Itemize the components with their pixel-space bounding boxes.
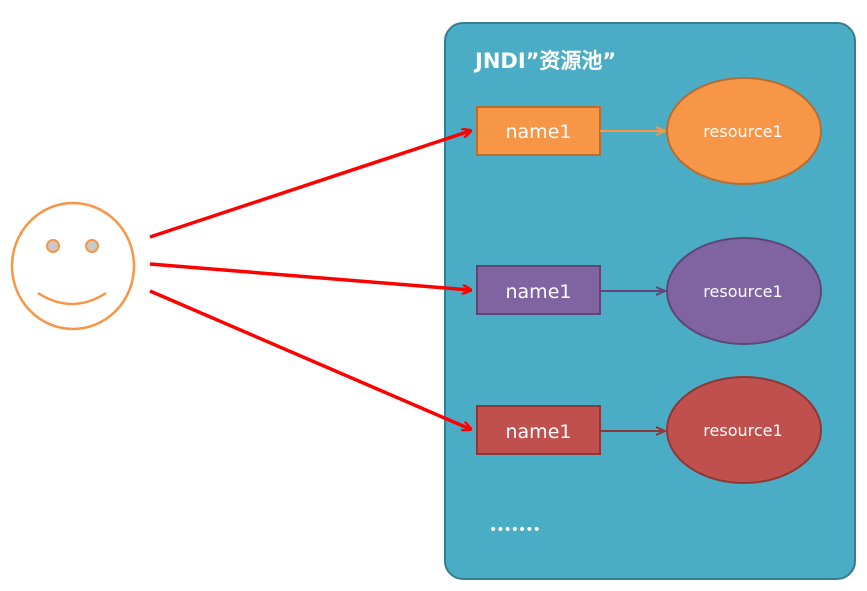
name-box-1	[476, 106, 601, 156]
more-entries-ellipsis: •••••••	[489, 522, 541, 538]
resource-ellipse-2	[666, 237, 822, 345]
pool-entry-3: name1 resource1	[476, 376, 822, 484]
resource-label-3: resource1	[703, 421, 782, 440]
lookup-arrow-1	[149, 131, 470, 239]
pool-entry-1: name1 resource1	[476, 77, 822, 185]
lookup-arrow-2	[149, 262, 470, 290]
smiley-right-eye	[85, 239, 99, 253]
name-box-3	[476, 405, 601, 455]
resource-ellipse-3	[666, 376, 822, 484]
smiley-mouth	[37, 291, 107, 306]
name-label-3: name1	[506, 421, 572, 443]
ellipsis-text: •••••••	[489, 522, 540, 538]
pool-title: JNDI”资源池”	[473, 49, 616, 73]
name-label-2: name1	[506, 281, 572, 303]
smiley-left-eye	[46, 239, 60, 253]
resource-ellipse-1	[666, 77, 822, 185]
pool-entry-2: name1 resource1	[476, 237, 822, 345]
lookup-arrow-3	[149, 289, 470, 429]
smiley-face-outline	[10, 201, 136, 331]
resource-label-1: resource1	[703, 122, 782, 141]
resource-label-2: resource1	[703, 282, 782, 301]
name-label-1: name1	[506, 121, 572, 143]
user-smiley-icon	[10, 201, 136, 331]
